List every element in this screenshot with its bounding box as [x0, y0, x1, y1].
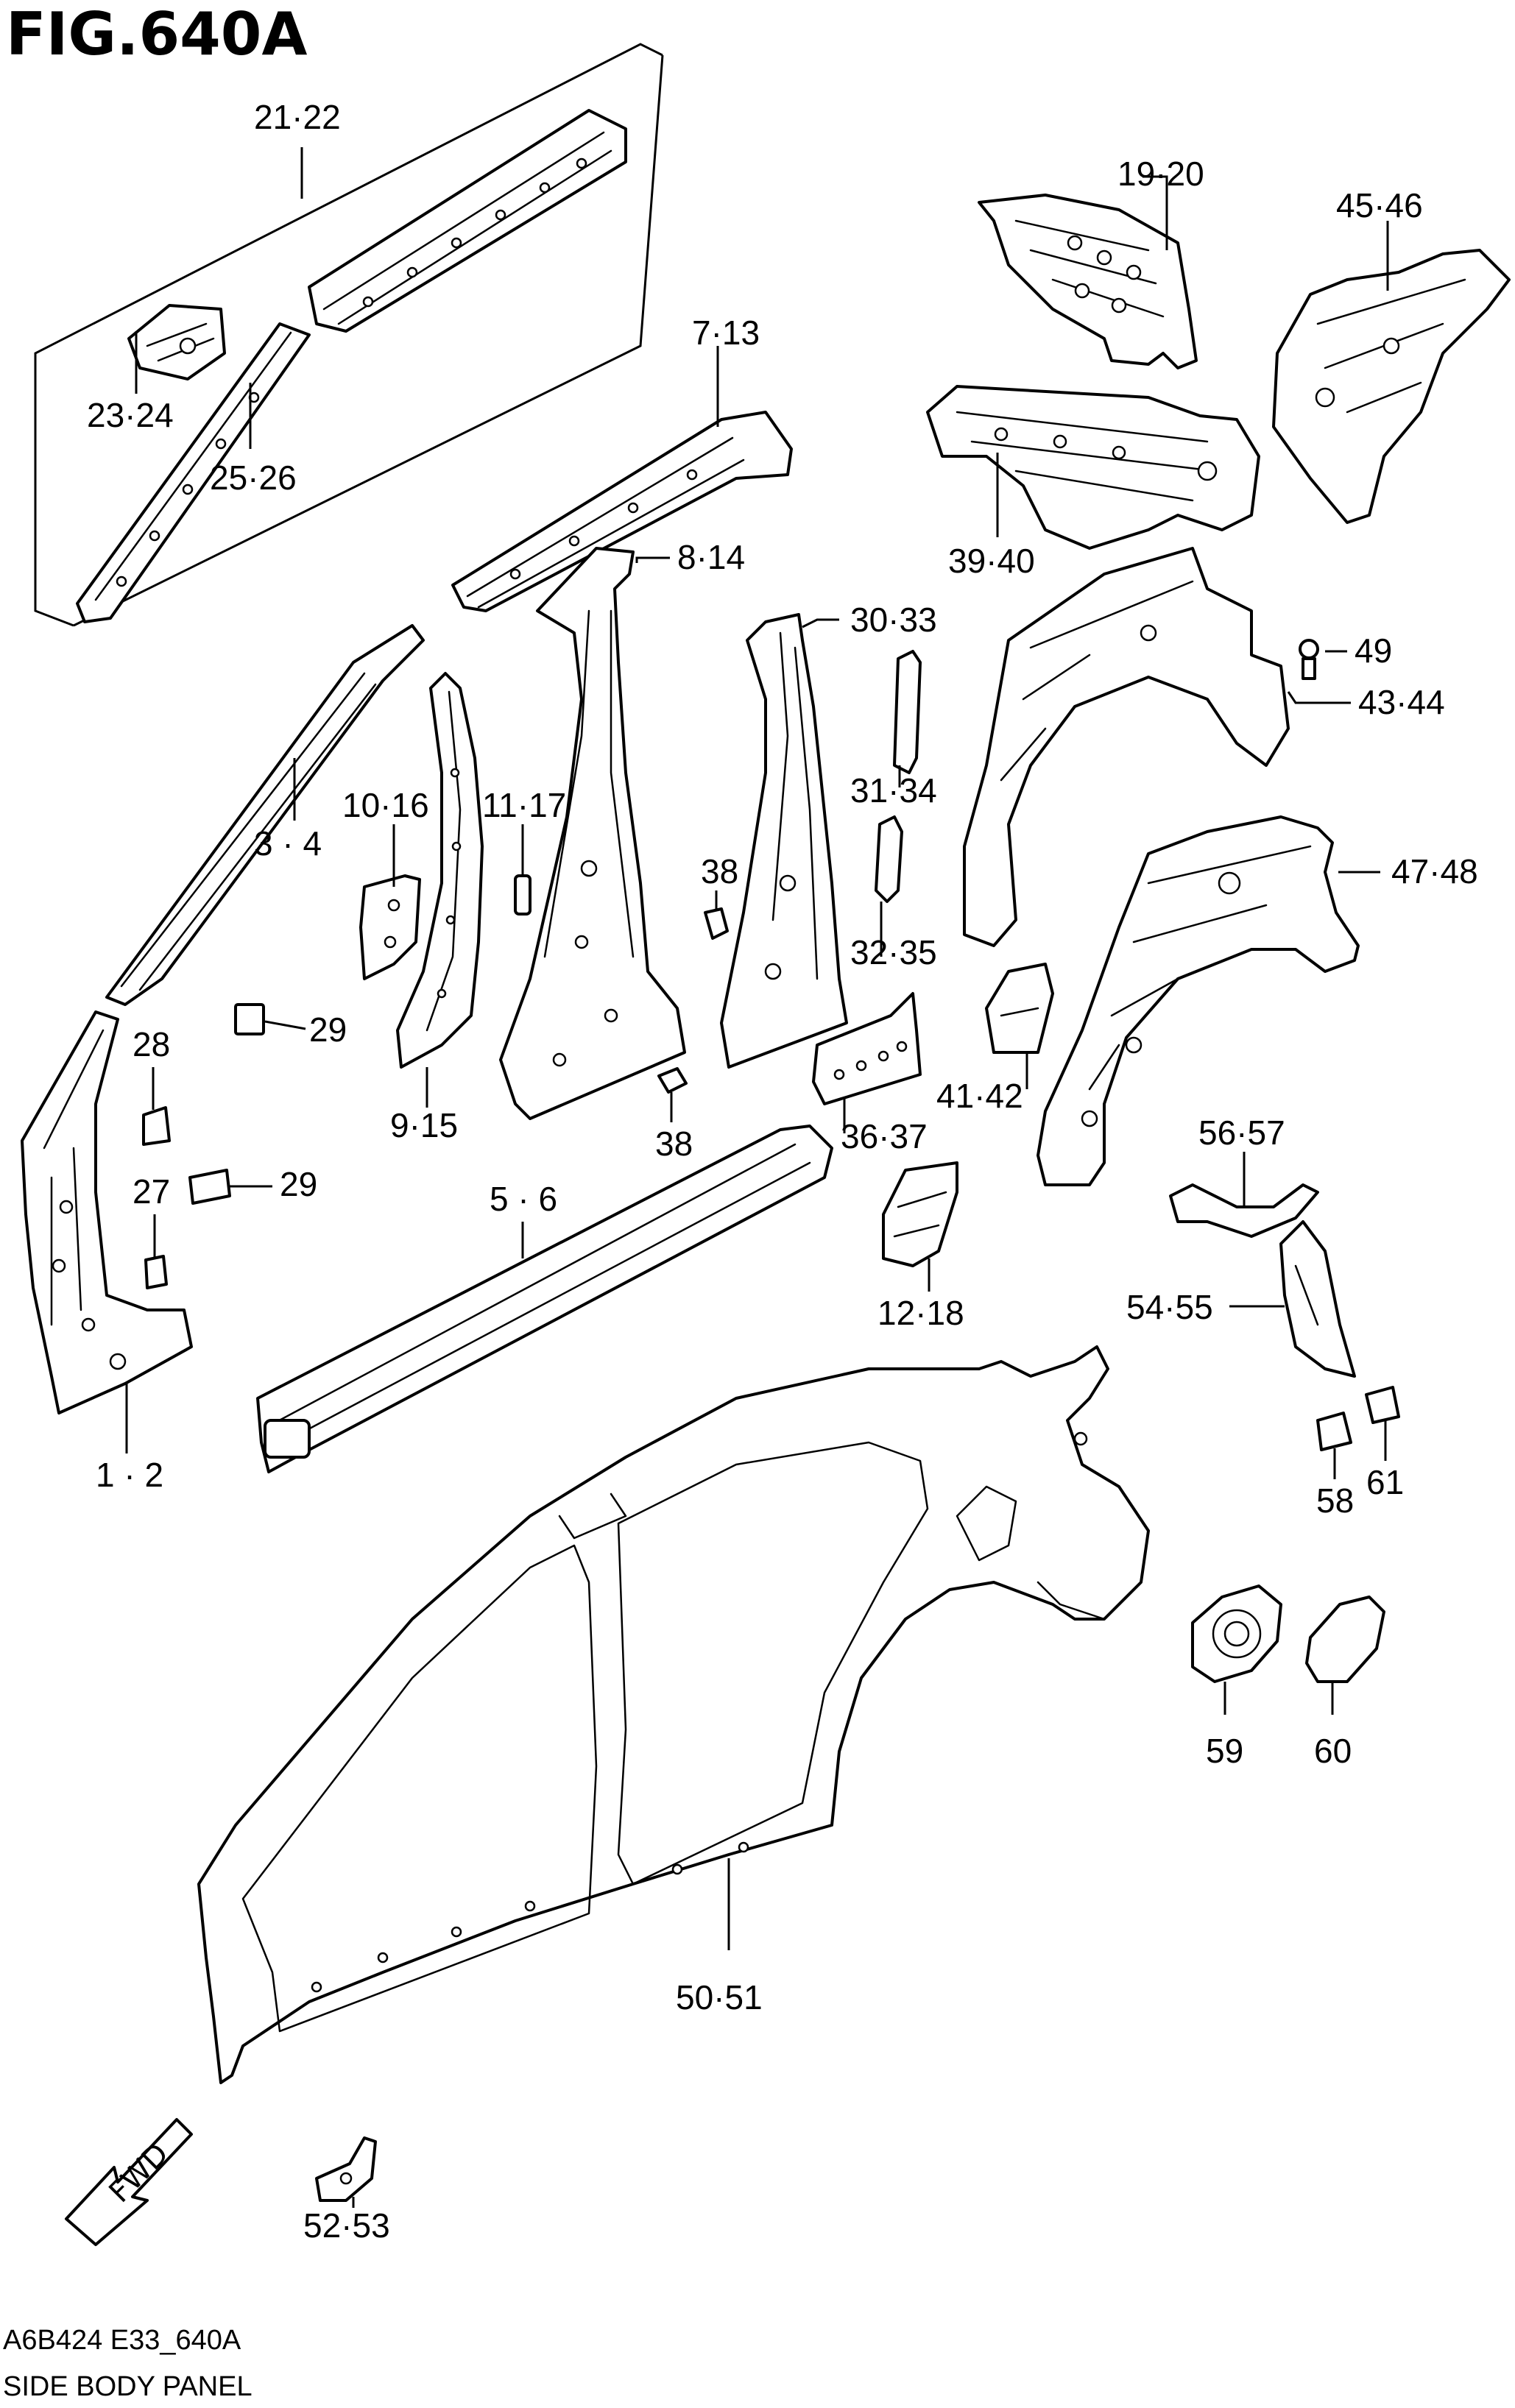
- part-pad-28[interactable]: [142, 1106, 171, 1146]
- callout-50-51: 50·51: [676, 1978, 763, 2016]
- callout-38-lower: 38: [655, 1125, 693, 1163]
- callout-60: 60: [1314, 1732, 1352, 1770]
- part-bolt[interactable]: [1299, 639, 1319, 680]
- part-bracket-52[interactable]: [315, 2136, 377, 2202]
- callout-23-24: 23·24: [87, 396, 174, 434]
- callout-10-16: 10·16: [342, 786, 429, 824]
- part-lower-bracket[interactable]: [882, 1161, 958, 1267]
- part-pillar-reinforcement-upper[interactable]: [893, 650, 922, 774]
- leader-lines: [125, 147, 1389, 2208]
- callout-8-14: 8·14: [677, 538, 745, 576]
- callout-41-42: 41·42: [936, 1077, 1023, 1115]
- callout-30-33: 30·33: [850, 601, 937, 639]
- callout-25-26: 25·26: [210, 458, 297, 497]
- callout-7-13: 7·13: [692, 314, 760, 352]
- figure-name: SIDE BODY PANEL: [3, 2371, 252, 2402]
- callout-56-57: 56·57: [1198, 1113, 1285, 1152]
- part-bracket-54[interactable]: [1279, 1220, 1356, 1378]
- callout-36-37: 36·37: [841, 1117, 928, 1155]
- callout-31-34: 31·34: [850, 771, 937, 810]
- part-fuel-filler-door[interactable]: [1305, 1596, 1385, 1683]
- part-plug-38-upper[interactable]: [704, 907, 729, 940]
- figure-code: A6B424 E33_640A: [3, 2325, 241, 2356]
- callout-11-17: 11·17: [482, 786, 566, 824]
- part-pad-61[interactable]: [1365, 1386, 1400, 1424]
- part-bracket-56[interactable]: [1169, 1183, 1319, 1238]
- callout-52-53: 52·53: [303, 2206, 390, 2245]
- part-clip-11[interactable]: [514, 874, 532, 916]
- callout-58: 58: [1316, 1481, 1354, 1520]
- part-plug-38-lower[interactable]: [657, 1067, 688, 1094]
- part-center-pillar-outer[interactable]: [720, 613, 848, 1069]
- inset-box-upper-rails: [34, 43, 664, 627]
- callout-labels: 21·22 23·24 25·26 19·20 45·46 7·13 39·40…: [87, 98, 1478, 2245]
- part-front-pillar-lower[interactable]: [21, 1010, 193, 1414]
- part-pillar-reinforcement-lower[interactable]: [875, 815, 903, 903]
- callout-54-55: 54·55: [1126, 1288, 1213, 1326]
- callout-61: 61: [1366, 1463, 1404, 1501]
- callout-45-46: 45·46: [1336, 186, 1423, 224]
- callout-5-6: 5 · 6: [490, 1180, 557, 1218]
- part-pad-58[interactable]: [1316, 1412, 1352, 1451]
- part-inset-bracket[interactable]: [127, 304, 226, 380]
- callout-59: 59: [1206, 1732, 1243, 1770]
- callout-39-40: 39·40: [948, 542, 1035, 580]
- callout-47-48: 47·48: [1391, 852, 1478, 890]
- part-side-sill[interactable]: [256, 1125, 833, 1473]
- part-rear-inner-upper[interactable]: [926, 385, 1260, 550]
- part-rear-wheel-house-outer[interactable]: [1037, 815, 1360, 1186]
- part-pad-29-upper[interactable]: [234, 1003, 265, 1035]
- part-pad-29-lower[interactable]: [188, 1169, 231, 1205]
- part-center-pillar-inner[interactable]: [499, 547, 686, 1120]
- callout-49: 49: [1355, 631, 1392, 670]
- callout-43-44: 43·44: [1358, 683, 1445, 721]
- part-bracket-10[interactable]: [359, 874, 421, 980]
- part-front-pillar-inner[interactable]: [396, 672, 484, 1069]
- part-lower-pillar-gusset[interactable]: [812, 992, 922, 1105]
- callout-29-lower: 29: [280, 1165, 317, 1203]
- part-front-pillar-upper[interactable]: [105, 624, 425, 1006]
- part-roof-side-inner-rail[interactable]: [451, 411, 793, 612]
- callout-9-15: 9·15: [390, 1106, 458, 1144]
- callout-19-20: 19·20: [1117, 155, 1204, 193]
- figure-title: FIG.640A: [6, 0, 307, 68]
- part-rear-upper-panel[interactable]: [978, 194, 1198, 369]
- part-bracket-41[interactable]: [985, 963, 1054, 1054]
- callout-32-35: 32·35: [850, 933, 937, 971]
- part-roof-side-rail[interactable]: [308, 109, 627, 333]
- callout-27: 27: [133, 1172, 170, 1211]
- fwd-arrow-icon: [65, 2118, 193, 2246]
- part-side-body-outer-panel[interactable]: [197, 1345, 1150, 2084]
- callout-21-22: 21·22: [254, 98, 341, 136]
- part-rear-wheel-house-inner[interactable]: [963, 547, 1290, 947]
- callout-29-upper: 29: [309, 1010, 347, 1049]
- callout-28: 28: [133, 1025, 170, 1063]
- callout-12-18: 12·18: [877, 1294, 964, 1332]
- part-pad-27[interactable]: [144, 1255, 168, 1289]
- callout-38-upper: 38: [701, 852, 738, 890]
- part-fuel-filler-housing[interactable]: [1191, 1584, 1282, 1683]
- callout-3-4: 3 · 4: [254, 824, 322, 863]
- part-rear-upper-bracket[interactable]: [1272, 249, 1511, 524]
- callout-1-2: 1 · 2: [96, 1456, 163, 1494]
